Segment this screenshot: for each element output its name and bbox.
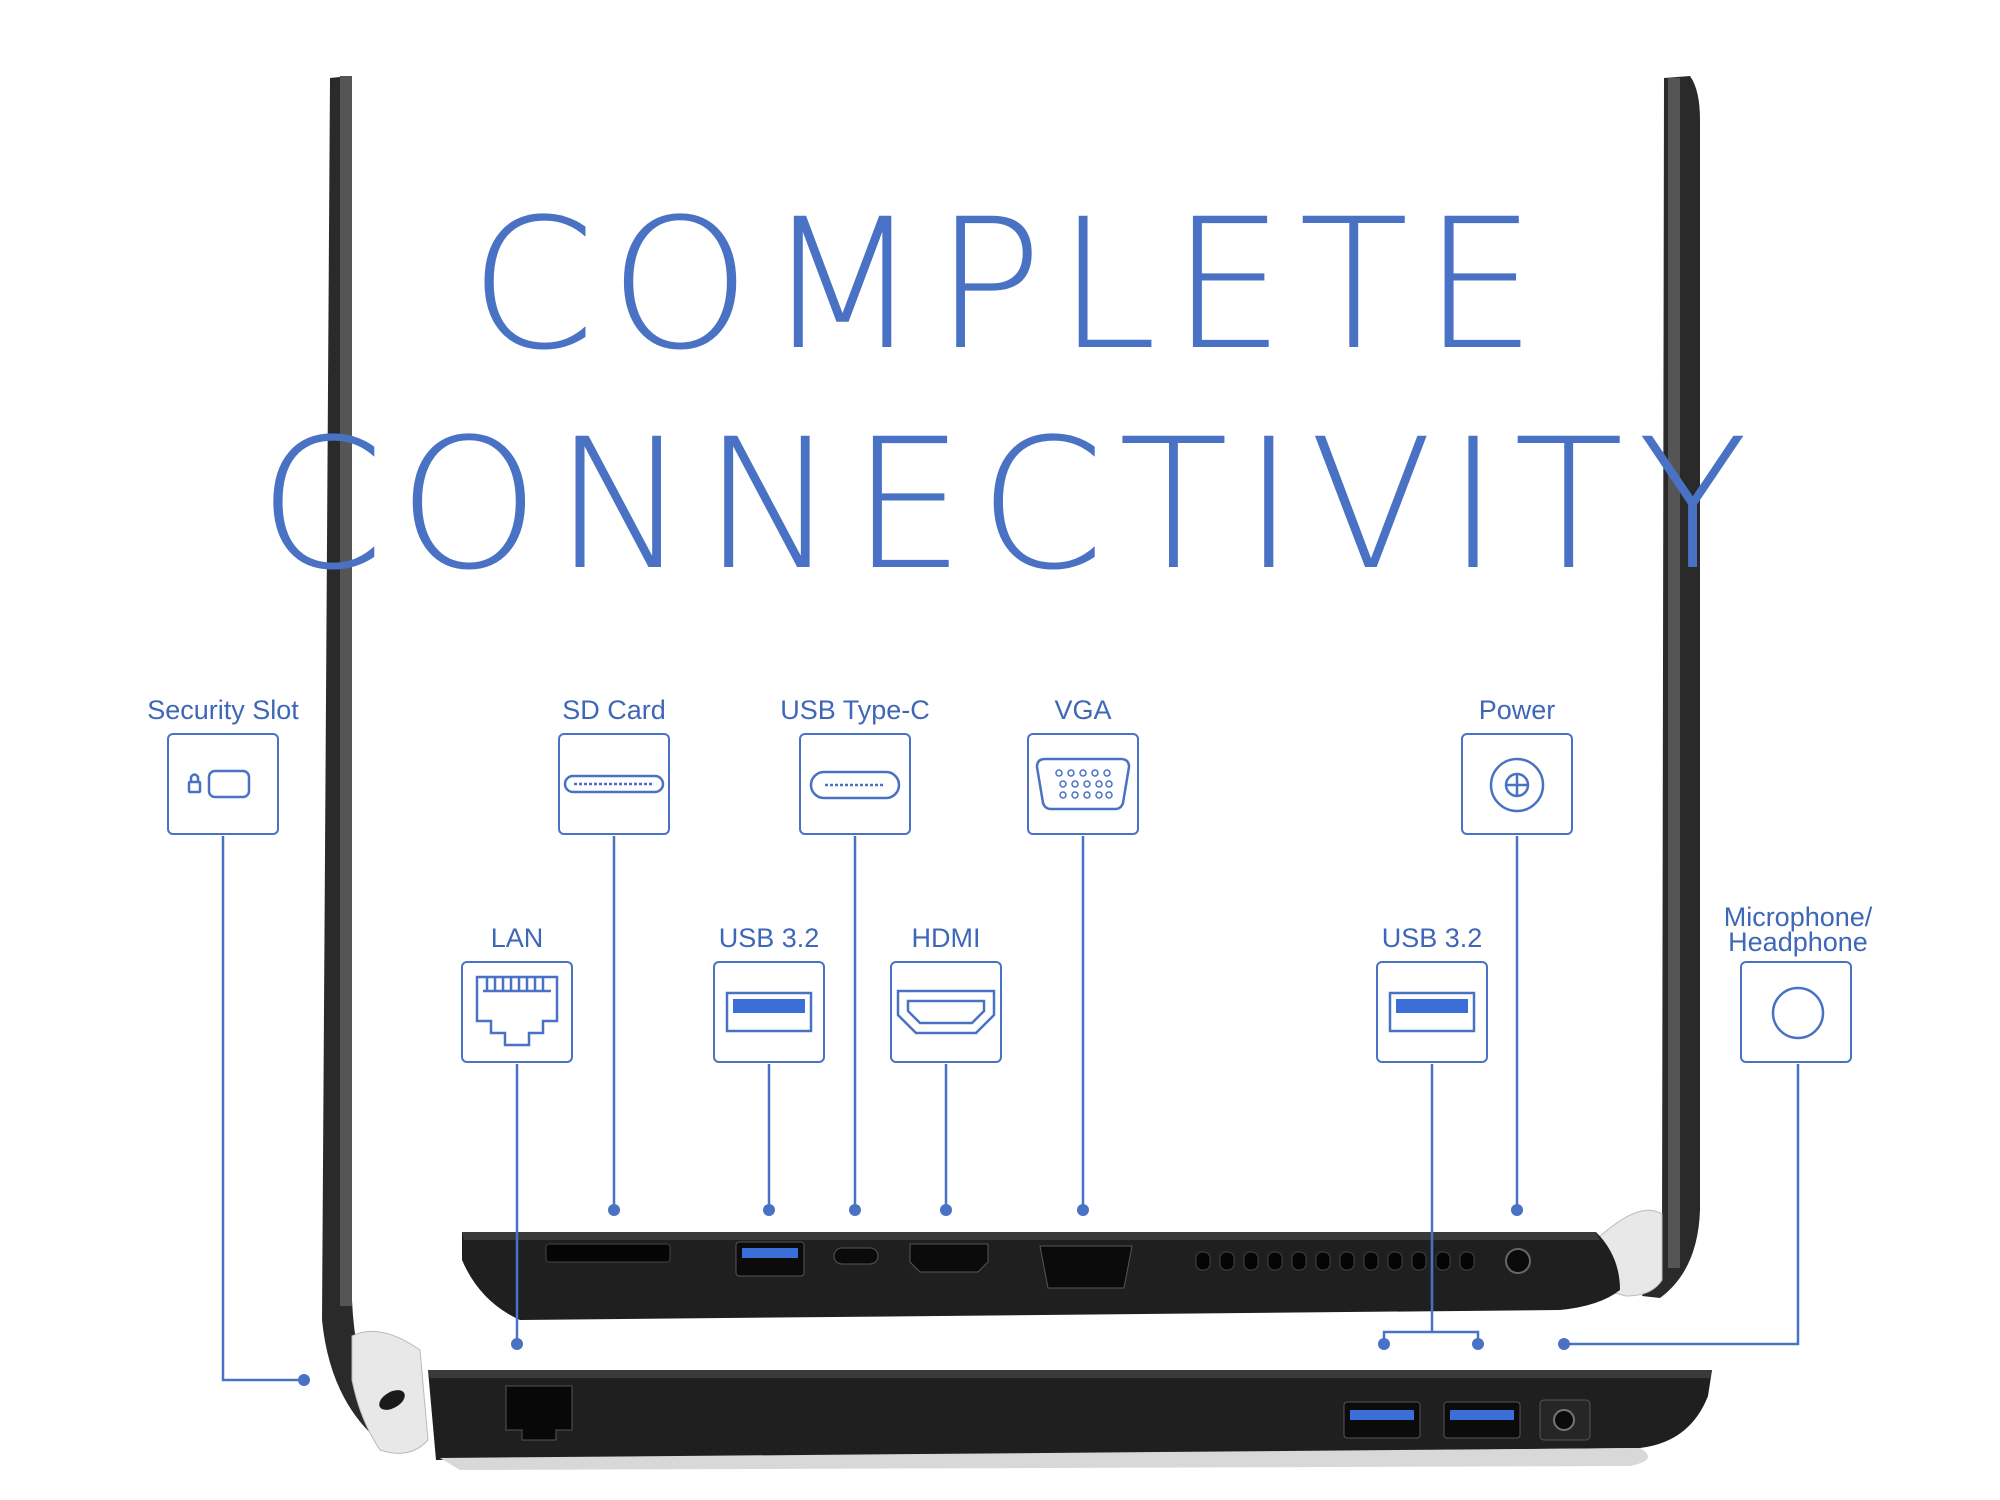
usb-type-c-box [799, 733, 911, 835]
title-line-1: COMPLETE [469, 181, 1551, 390]
audio-box [1740, 961, 1852, 1063]
label-usb-type-c: USB Type-C [780, 695, 930, 725]
leader-audio [1564, 1064, 1800, 1346]
power-jack-physical [1505, 1248, 1531, 1274]
label-audio-line1: Microphone/ [1723, 902, 1873, 932]
label-vga: VGA [1054, 695, 1112, 725]
label-power: Power [1478, 695, 1556, 725]
lock-slot-icon [187, 769, 251, 799]
power-jack-icon [1489, 757, 1545, 813]
label-lan: LAN [490, 923, 544, 953]
audio-jack-icon [1771, 986, 1825, 1040]
vga-physical [1039, 1245, 1133, 1289]
lan-box [461, 961, 573, 1063]
sd-slot-physical [545, 1243, 671, 1263]
label-sd-card: SD Card [562, 695, 666, 725]
vga-box [1027, 733, 1139, 835]
label-usb-right: USB 3.2 [1381, 923, 1483, 953]
title-line-2: CONNECTIVITY [258, 401, 1762, 610]
usb-a-port-icon [725, 991, 813, 1033]
sd-card-slot-icon [563, 774, 665, 794]
label-hdmi: HDMI [911, 923, 981, 953]
usb-c-port-icon [809, 770, 901, 800]
leader-usb-right [1382, 1064, 1480, 1344]
rj45-physical [505, 1385, 573, 1441]
usb-right-box [1376, 961, 1488, 1063]
leader-security-slot [221, 836, 304, 1382]
audio-jack-physical [1553, 1409, 1575, 1431]
vent-grille [1195, 1251, 1475, 1271]
ethernet-port-icon [475, 975, 559, 1047]
security-slot-box [167, 733, 279, 835]
usb-a-port-icon [1388, 991, 1476, 1033]
hdmi-box [890, 961, 1002, 1063]
vga-port-icon [1035, 757, 1131, 811]
label-usb-left: USB 3.2 [718, 923, 820, 953]
hdmi-physical [909, 1243, 989, 1273]
hdmi-port-icon [896, 989, 996, 1035]
label-security-slot: Security Slot [147, 695, 299, 725]
usb-left-box [713, 961, 825, 1063]
power-box [1461, 733, 1573, 835]
usb-c-physical [833, 1247, 879, 1265]
label-audio-line2: Headphone [1728, 927, 1868, 957]
security-slot-port [379, 1390, 405, 1410]
sd-card-box [558, 733, 670, 835]
